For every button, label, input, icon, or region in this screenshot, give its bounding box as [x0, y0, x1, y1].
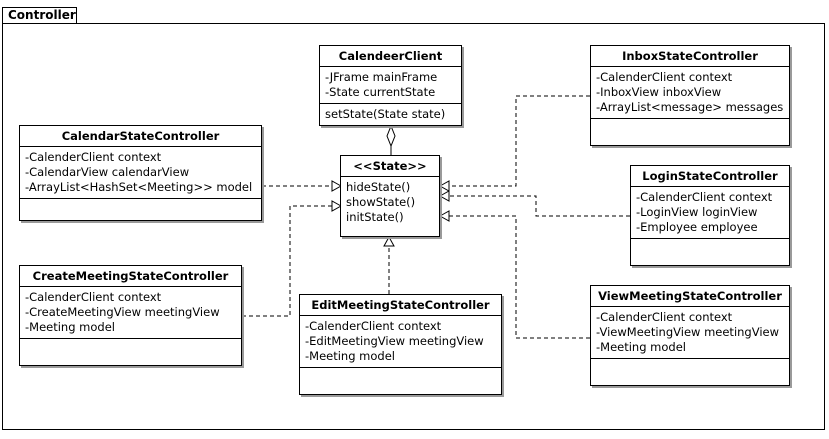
aggregation-diamond [386, 124, 396, 148]
attribute: -CalenderClient context [25, 290, 162, 304]
class-operations [300, 368, 501, 374]
class-operations [591, 359, 789, 365]
realization-arrow-login [438, 190, 450, 202]
operation: showState() [346, 195, 416, 209]
operation: initState() [346, 210, 404, 224]
class-login-state-controller[interactable]: LoginStateController -CalenderClient con… [630, 165, 790, 266]
attribute: -ArrayList<HashSet<Meeting>> model [25, 180, 253, 194]
attribute: -ViewMeetingView meetingView [596, 325, 780, 339]
package-tab: Controller [2, 7, 77, 24]
relation-create-state [242, 205, 340, 317]
realization-arrow-view [438, 210, 450, 222]
attribute: -CalenderClient context [596, 310, 733, 324]
attribute: -Meeting model [596, 340, 686, 354]
attribute: -CalendarView calendarView [25, 165, 190, 179]
package-name: Controller [8, 8, 76, 22]
class-operations [20, 339, 241, 345]
class-name: CreateMeetingStateController [20, 266, 241, 287]
attribute: -Meeting model [305, 349, 395, 363]
relation-view-state [446, 215, 590, 339]
attribute: -ArrayList<message> messages [596, 100, 784, 114]
realization-arrow-create [331, 200, 343, 212]
attribute: -Meeting model [25, 320, 115, 334]
attribute: -CalenderClient context [636, 190, 773, 204]
class-name: CalendeerClient [320, 46, 461, 67]
class-name: <<State>> [341, 156, 439, 177]
class-name: LoginStateController [631, 166, 789, 187]
attribute: -EditMeetingView meetingView [305, 334, 484, 348]
class-operations [631, 239, 789, 245]
class-attributes: -JFrame mainFrame -State currentState [320, 67, 461, 104]
class-attributes: -CalenderClient context -ViewMeetingView… [591, 307, 789, 359]
class-view-meeting-state-controller[interactable]: ViewMeetingStateController -CalenderClie… [590, 285, 790, 386]
class-inbox-state-controller[interactable]: InboxStateController -CalenderClient con… [590, 45, 790, 146]
attribute: -State currentState [325, 85, 436, 99]
class-attributes: -CalenderClient context -CalendarView ca… [20, 147, 261, 199]
class-name: EditMeetingStateController [300, 295, 501, 316]
relation-inbox-state [446, 95, 590, 187]
class-attributes: -CalenderClient context -EditMeetingView… [300, 316, 501, 368]
attribute: -LoginView loginView [636, 205, 758, 219]
class-calendeer-client[interactable]: CalendeerClient -JFrame mainFrame -State… [319, 45, 462, 126]
class-operations [591, 119, 789, 125]
class-operations: hideState() showState() initState() [341, 177, 439, 228]
class-calendar-state-controller[interactable]: CalendarStateController -CalenderClient … [19, 125, 262, 221]
attribute: -CalenderClient context [596, 70, 733, 84]
attribute: -CalenderClient context [25, 150, 162, 164]
class-attributes: -CalenderClient context -CreateMeetingVi… [20, 287, 241, 339]
realization-arrow-edit [383, 235, 395, 247]
class-name: CalendarStateController [20, 126, 261, 147]
class-create-meeting-state-controller[interactable]: CreateMeetingStateController -CalenderCl… [19, 265, 242, 366]
package-body [2, 23, 825, 430]
realization-arrow-calendar [331, 180, 343, 192]
attribute: -CreateMeetingView meetingView [25, 305, 220, 319]
attribute: -CalenderClient context [305, 319, 442, 333]
class-name: ViewMeetingStateController [591, 286, 789, 307]
realization-arrow-inbox [438, 180, 450, 192]
class-operations [20, 199, 261, 205]
class-attributes: -CalenderClient context -LoginView login… [631, 187, 789, 239]
operation: setState(State state) [325, 107, 446, 121]
relation-login-state [446, 195, 630, 217]
operation: hideState() [346, 180, 411, 194]
class-operations: setState(State state) [320, 104, 461, 125]
attribute: -JFrame mainFrame [325, 70, 438, 84]
attribute: -InboxView inboxView [596, 85, 722, 99]
attribute: -Employee employee [636, 220, 758, 234]
class-state-interface[interactable]: <<State>> hideState() showState() initSt… [340, 155, 440, 237]
class-name: InboxStateController [591, 46, 789, 67]
class-attributes: -CalenderClient context -InboxView inbox… [591, 67, 789, 119]
class-edit-meeting-state-controller[interactable]: EditMeetingStateController -CalenderClie… [299, 294, 502, 395]
